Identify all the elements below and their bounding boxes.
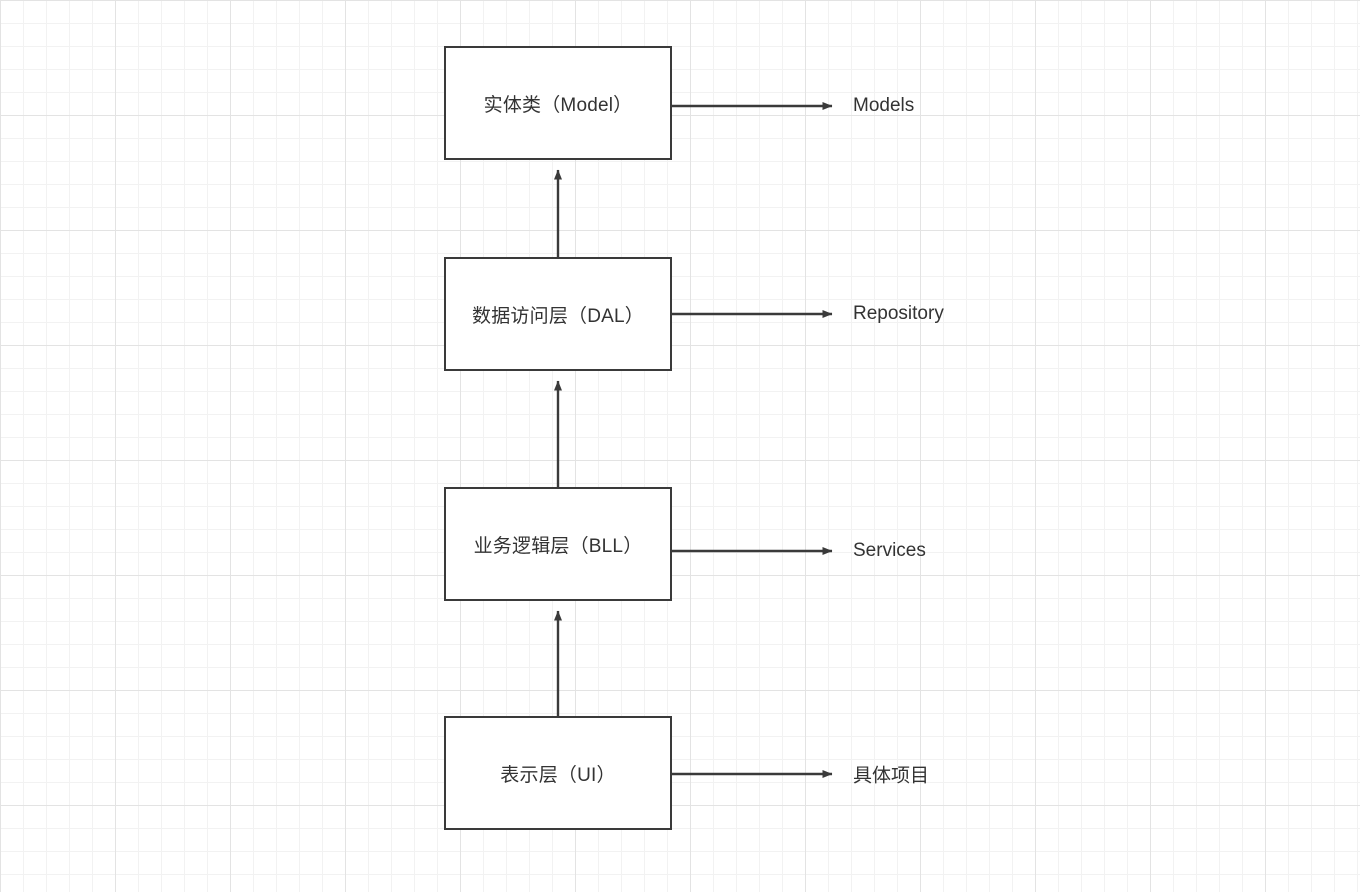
- node-dal-label: 数据访问层（DAL）: [472, 305, 644, 327]
- side-label-project: 具体项目: [853, 765, 930, 787]
- side-label-models: Models: [853, 95, 915, 116]
- node-ui-label: 表示层（UI）: [500, 764, 616, 786]
- node-model-label: 实体类（Model）: [483, 94, 633, 116]
- node-dal[interactable]: 数据访问层（DAL）: [444, 257, 672, 371]
- node-bll-label: 业务逻辑层（BLL）: [473, 535, 643, 557]
- node-model[interactable]: 实体类（Model）: [444, 46, 672, 160]
- side-label-services: Services: [853, 540, 926, 561]
- node-ui[interactable]: 表示层（UI）: [444, 716, 672, 830]
- node-bll[interactable]: 业务逻辑层（BLL）: [444, 487, 672, 601]
- side-label-repository: Repository: [853, 303, 944, 324]
